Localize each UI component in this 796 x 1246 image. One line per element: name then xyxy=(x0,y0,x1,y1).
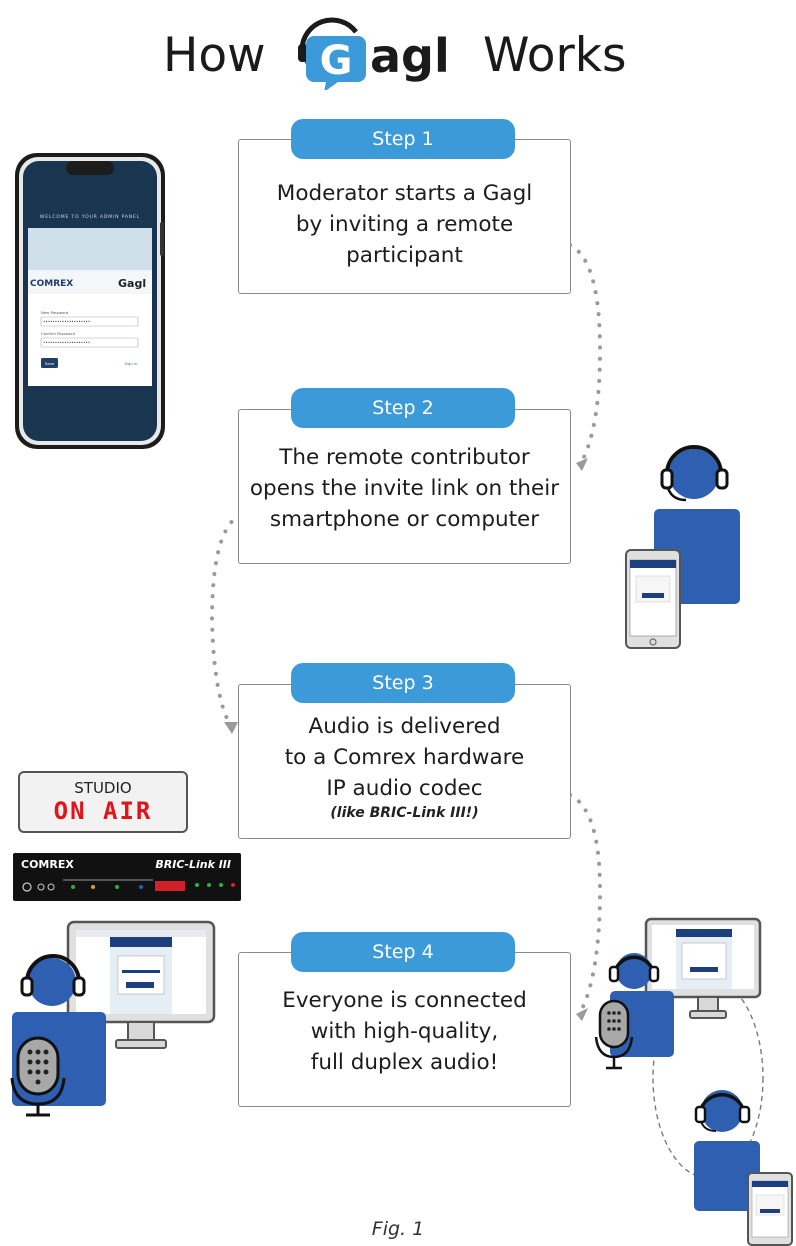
host-head xyxy=(28,958,76,1006)
phone-welcome-text: WELCOME TO YOUR ADMIN PANEL xyxy=(40,214,140,220)
svg-text:••••••••••••••••••••: •••••••••••••••••••• xyxy=(43,319,90,324)
person-head xyxy=(669,449,719,499)
step-3-note: (like BRIC-Link III!) xyxy=(330,805,479,821)
title-prefix: How xyxy=(163,28,266,83)
phone-save-label: Save xyxy=(45,361,55,366)
step-2-line-3: smartphone or computer xyxy=(269,507,540,532)
step-4-line-1: Everyone is connected xyxy=(282,988,527,1013)
step-3-line-3: IP audio codec xyxy=(326,776,483,801)
step-3-line-1: Audio is delivered xyxy=(308,714,501,739)
connector-step2-step3 xyxy=(209,513,242,730)
remote-contributor-illustration xyxy=(625,445,740,649)
title-suffix: Works xyxy=(483,28,627,83)
step-4-text: Everyone is connected with high-quality,… xyxy=(239,985,570,1078)
step-1-line-2: by inviting a remote xyxy=(295,212,514,237)
phone-signin-link[interactable]: Sign in xyxy=(125,361,139,366)
participant-microphone-icon xyxy=(598,999,630,1049)
gagl-logo-icon: G agl xyxy=(298,17,450,92)
svg-text:••••••••••••••••••••: •••••••••••••••••••• xyxy=(43,340,90,345)
on-air-label: ON AIR xyxy=(53,797,153,825)
connected-participants-illustration xyxy=(594,917,793,1246)
step-3-box: Audio is delivered to a Comrex hardware … xyxy=(238,684,571,839)
logo-word: agl xyxy=(370,29,450,83)
gagl-logo: G agl xyxy=(296,10,466,92)
arrowhead-step3 xyxy=(224,722,238,734)
step-1-label: Step 1 xyxy=(291,119,515,159)
phone-field1-input[interactable] xyxy=(40,316,139,327)
bric-link-codec: COMREX BRIC-Link III xyxy=(13,853,241,901)
logo-initial: G xyxy=(320,38,353,84)
step-1-line-1: Moderator starts a Gagl xyxy=(276,181,533,206)
host-studio-illustration xyxy=(10,920,216,1117)
step-2-line-1: The remote contributor xyxy=(279,445,530,470)
connector-step1-step2 xyxy=(568,243,603,467)
step-3-text: Audio is delivered to a Comrex hardware … xyxy=(239,711,570,804)
smartphone-illustration: WELCOME TO YOUR ADMIN PANEL COMREX Gagl … xyxy=(15,153,165,449)
step-3-line-2: to a Comrex hardware xyxy=(284,745,525,770)
phone-save-button[interactable] xyxy=(41,358,58,368)
step-3-label: Step 3 xyxy=(291,663,515,703)
codec-brand: COMREX xyxy=(21,858,74,871)
phone-brand: COMREX xyxy=(30,279,73,289)
step-1-text: Moderator starts a Gagl by inviting a re… xyxy=(239,178,570,271)
step-2-line-2: opens the invite link on their xyxy=(249,476,560,501)
step-1-box: Moderator starts a Gagl by inviting a re… xyxy=(238,139,571,294)
participant-head xyxy=(616,953,652,989)
step-4-line-2: with high-quality, xyxy=(310,1019,499,1044)
studio-label: STUDIO xyxy=(74,779,132,797)
phone-field2-input[interactable] xyxy=(40,337,139,348)
step-2-label: Step 2 xyxy=(291,388,515,428)
phone-logo: Gagl xyxy=(118,277,146,290)
remote-participant-head xyxy=(701,1090,743,1132)
connector-step3-step4 xyxy=(568,793,603,1015)
step-4-label: Step 4 xyxy=(291,932,515,972)
microphone-icon xyxy=(16,1036,60,1096)
figure-caption: Fig. 1 xyxy=(371,1218,425,1240)
step-2-box: The remote contributor opens the invite … xyxy=(238,409,571,564)
arrowhead-step4 xyxy=(576,1008,588,1021)
step-4-line-3: full duplex audio! xyxy=(310,1050,499,1075)
phone-field1-label: New Password xyxy=(41,310,69,315)
arrowhead-step2 xyxy=(576,458,588,471)
codec-panel-details xyxy=(22,879,235,892)
studio-on-air-sign: STUDIO ON AIR xyxy=(18,771,188,833)
step-1-line-3: participant xyxy=(346,243,463,268)
step-2-text: The remote contributor opens the invite … xyxy=(239,442,570,535)
codec-model: BRIC-Link III xyxy=(155,858,231,871)
step-4-box: Everyone is connected with high-quality,… xyxy=(238,952,571,1107)
phone-field2-label: Confirm Password xyxy=(41,331,75,336)
remote-participant-body xyxy=(694,1141,760,1211)
